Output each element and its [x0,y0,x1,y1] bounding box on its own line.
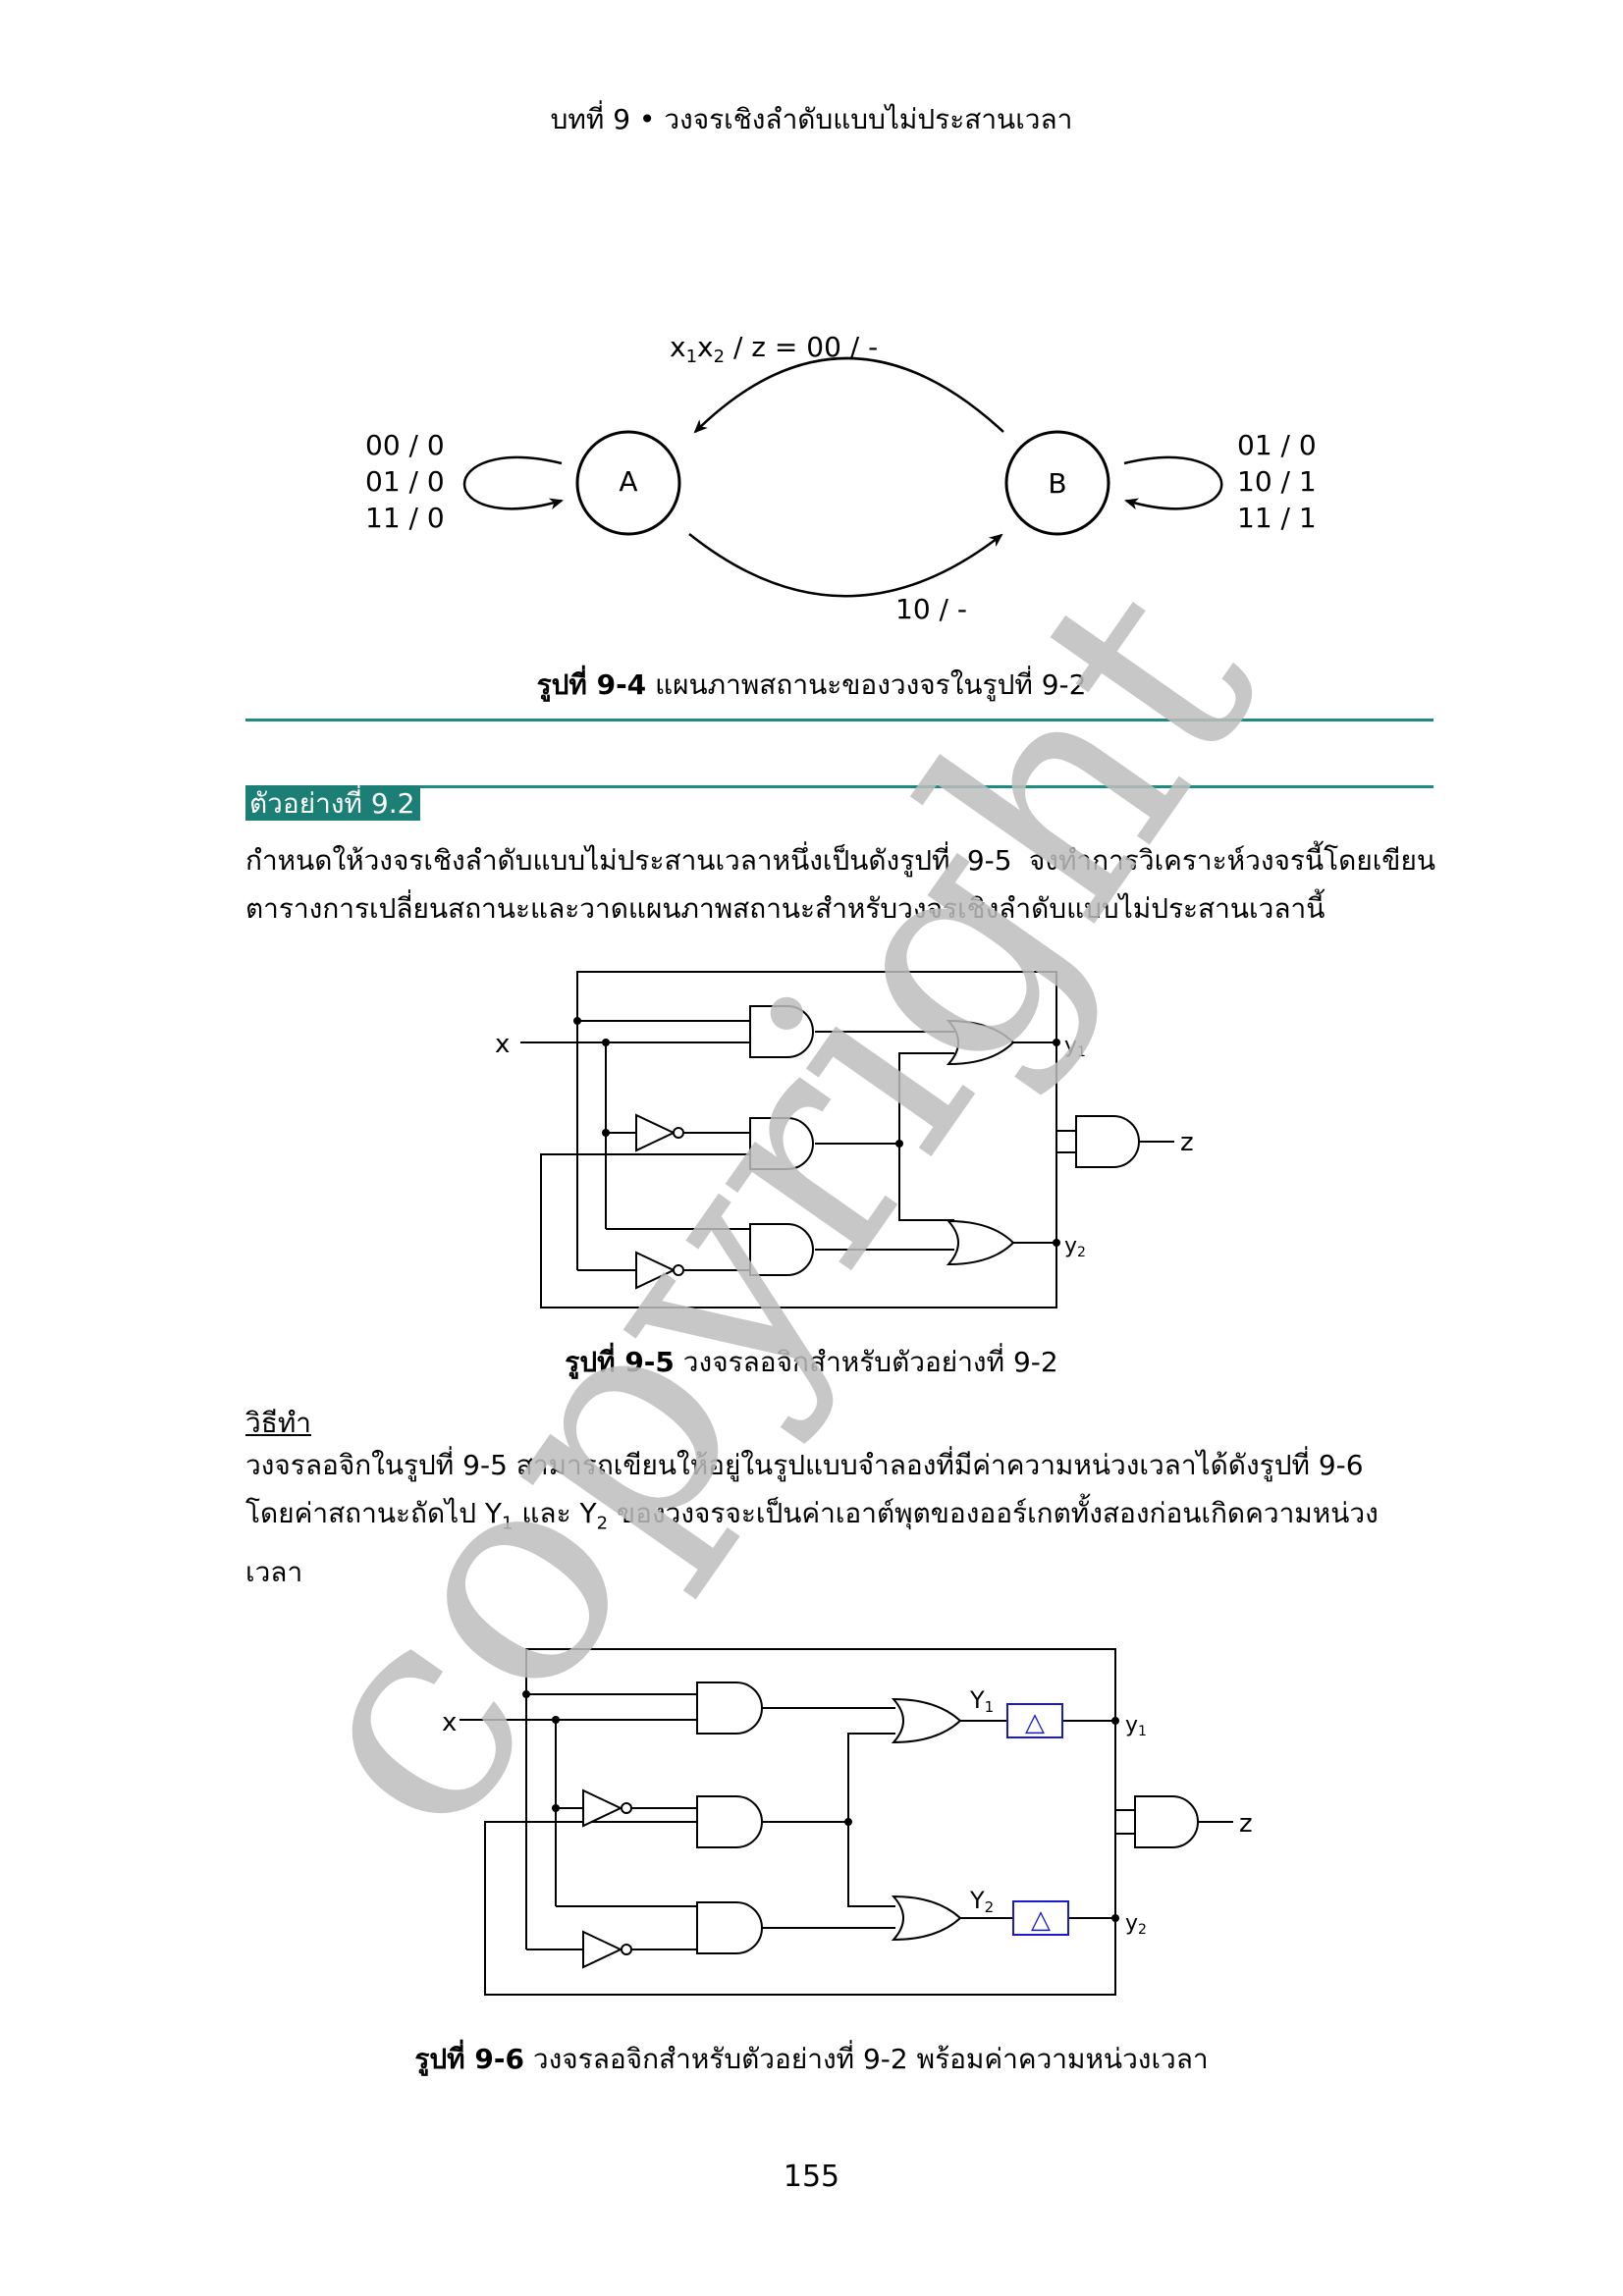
and-gate-3 [749,1223,814,1276]
arrow-b-to-a [693,356,1004,434]
figure-caption-9-4: รูปที่ 9-4 แผนภาพสถานะของวงจรในรูปที่ 9-… [0,664,1623,707]
bottom-arrow-label: 10 / - [895,593,967,625]
self-loop-a [462,455,564,510]
and-gate-3 [696,1901,763,1954]
next-state-Y2-label: Y2 [969,1887,994,1916]
input-x-label: x [495,1030,510,1059]
state-a-label: A [619,465,637,498]
self-loop-b [1123,455,1223,510]
and-gate-2 [749,1117,814,1170]
output-y1-label: y1 [1125,1713,1147,1739]
and-gate-output [1134,1795,1199,1848]
state-a-circle [575,430,681,536]
next-state-Y1-label: Y1 [969,1686,994,1716]
delay-block-1 [1006,1703,1063,1738]
or-gate-2 [891,1895,962,1942]
delay-icon: △ [1025,1708,1045,1737]
left-loop-label-3: 11 / 0 [365,502,445,534]
figure-caption-9-5: รูปที่ 9-5 วงจรลอจิกสำหรับตัวอย่างที่ 9-… [0,1341,1623,1384]
method-line-1: วงจรลอจิกในรูปที่ 9-5 สามารถเขียนให้อยู่… [245,1449,1364,1481]
arrow-a-to-b [688,533,1003,598]
and-gate-2 [696,1795,763,1848]
or-gate-1 [946,1019,1015,1066]
output-z-label: z [1180,1128,1194,1157]
delay-icon: △ [1031,1905,1051,1935]
output-z-label: z [1239,1809,1253,1839]
section-rule-bottom [245,785,1434,788]
section-rule-top [245,719,1434,721]
inverter-2 [582,1930,623,1969]
output-y2-label: y2 [1125,1911,1147,1938]
method-line-3: เวลา [245,1555,303,1588]
state-b-label: B [1048,467,1066,500]
right-loop-label-3: 11 / 1 [1237,502,1317,534]
output-y2-label: y2 [1064,1234,1086,1260]
right-loop-label-1: 01 / 0 [1237,429,1317,461]
inverter-1 [582,1789,623,1828]
figure-number: รูปที่ 9-5 [565,1346,675,1378]
figure-caption-9-6: รูปที่ 9-6 วงจรลอจิกสำหรับตัวอย่างที่ 9-… [0,2038,1623,2081]
page-number: 155 [783,2160,840,2194]
method-line-2: โดยค่าสถานะถัดไป Y1 และ Y2 ของวงจรจะเป็น… [245,1497,1379,1534]
example-paragraph: กำหนดให้วงจรเชิงลำดับแบบไม่ประสานเวลาหนึ… [245,844,1435,925]
or-gate-1 [891,1697,962,1744]
figure-caption-text: วงจรลอจิกสำหรับตัวอย่างที่ 9-2 [674,1346,1058,1378]
delay-block-2 [1012,1900,1069,1936]
method-heading: วิธีทำ [245,1407,311,1439]
and-gate-1 [696,1682,763,1735]
method-paragraph: วงจรลอจิกในรูปที่ 9-5 สามารถเขียนให้อยู่… [245,1441,1435,1596]
figure-caption-text: แผนภาพสถานะของวงจรในรูปที่ 9-2 [646,668,1087,701]
inverter-1 [635,1113,676,1152]
figure-caption-text: วงจรลอจิกสำหรับตัวอย่างที่ 9-2 พร้อมค่าค… [523,2043,1209,2075]
output-y1-label: y1 [1064,1034,1086,1060]
or-gate-2 [946,1219,1015,1266]
input-x-label: x [442,1708,457,1737]
state-diagram: A B x1x2 / z = 00 / - 10 / - 00 / 0 01 /… [365,331,1317,625]
left-loop-label-2: 01 / 0 [365,465,445,498]
and-gate-1 [749,1005,814,1058]
inverter-2 [635,1251,676,1290]
and-gate-output [1075,1115,1140,1168]
top-arrow-label: x1x2 / z = 00 / - [670,331,878,367]
state-b-circle [1004,430,1110,536]
left-loop-label-1: 00 / 0 [365,429,445,461]
figure-number: รูปที่ 9-6 [414,2043,524,2075]
page-header: บทที่ 9 • วงจรเชิงลำดับแบบไม่ประสานเวลา [550,103,1073,135]
right-loop-label-2: 10 / 1 [1237,465,1317,498]
figure-number: รูปที่ 9-4 [536,668,647,701]
example-tag: ตัวอย่างที่ 9.2 [245,785,421,821]
